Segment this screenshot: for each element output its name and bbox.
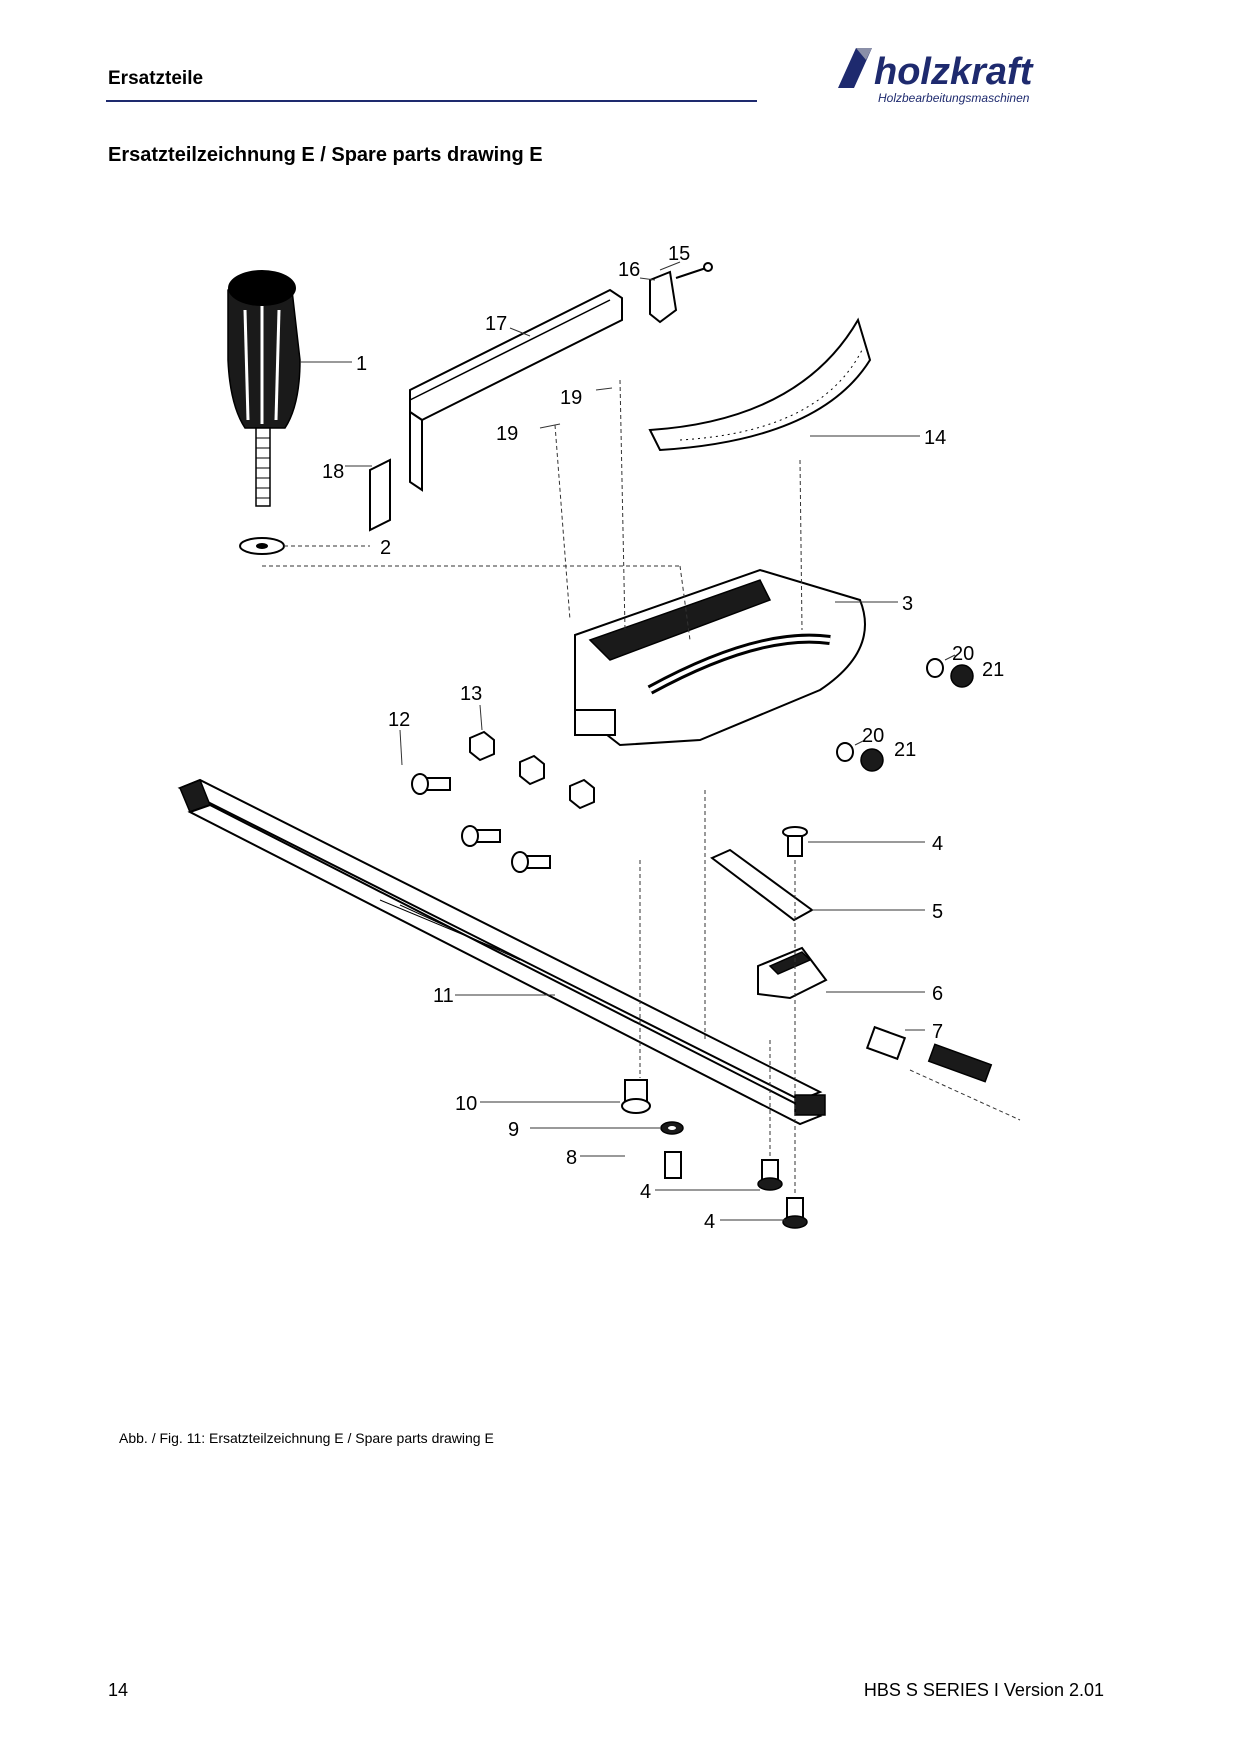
logo-slash-mark: [838, 48, 872, 88]
label-20-upper: 20: [952, 643, 974, 665]
figure-caption: Abb. / Fig. 11: Ersatzteilzeichnung E / …: [119, 1430, 494, 1446]
label-3: 3: [902, 593, 913, 615]
label-21-lower: 21: [894, 739, 916, 761]
part-washer: [239, 537, 285, 555]
label-21-upper: 21: [982, 659, 1004, 681]
part-handle: [227, 270, 301, 507]
label-7: 7: [932, 1021, 943, 1043]
part-stop-block: [649, 262, 713, 324]
part-number-labels: 1 2 3 4 4 4 5 6 7 8 9 10 11 12 13 14 15 …: [322, 243, 1004, 1233]
label-2: 2: [380, 537, 391, 559]
label-4-middle: 4: [640, 1181, 651, 1203]
label-12: 12: [388, 709, 410, 731]
label-19-left: 19: [496, 423, 518, 445]
part-guide-bar: [177, 778, 826, 1126]
part-miter-head: [574, 568, 866, 747]
label-18: 18: [322, 461, 344, 483]
label-1: 1: [356, 353, 367, 375]
drawing-heading: Ersatzteilzeichnung E / Spare parts draw…: [108, 144, 543, 166]
part-protractor-scale: [648, 317, 872, 452]
label-19-right: 19: [560, 387, 582, 409]
logo-wordmark: holzkraft: [874, 51, 1034, 93]
label-17: 17: [485, 313, 507, 335]
label-10: 10: [455, 1093, 477, 1115]
header-rule: [106, 100, 757, 102]
part-plate-block-pin: [710, 826, 993, 1083]
label-11: 11: [433, 985, 454, 1007]
part-lower-screws: [621, 1079, 808, 1229]
label-14: 14: [924, 427, 946, 449]
section-title: Ersatzteile: [108, 68, 204, 89]
label-20-lower: 20: [862, 725, 884, 747]
part-bolts-nuts: [411, 730, 595, 873]
label-13: 13: [460, 683, 482, 705]
document-version: HBS S SERIES I Version 2.01: [863, 1680, 1104, 1700]
label-9: 9: [508, 1119, 519, 1141]
part-washers-knobs: [836, 658, 974, 772]
label-16: 16: [618, 259, 640, 281]
label-15: 15: [668, 243, 690, 265]
label-4-bottom: 4: [704, 1211, 715, 1233]
exploded-view-svg: 1 2 3 4 4 4 5 6 7 8 9 10 11 12 13 14 15 …: [177, 243, 1021, 1233]
holzkraft-logo-mark: holzkraft Holzbearbeitungsmaschinen: [838, 48, 1034, 105]
page-number: 14: [108, 1680, 129, 1700]
spare-parts-drawing: 1 2 3 4 4 4 5 6 7 8 9 10 11 12 13 14 15 …: [0, 240, 1240, 1420]
label-8: 8: [566, 1147, 577, 1169]
logo-tagline: Holzbearbeitungsmaschinen: [878, 91, 1030, 105]
leader-lines: [262, 261, 1021, 1221]
label-4-top: 4: [932, 833, 943, 855]
label-6: 6: [932, 983, 943, 1005]
brand-logo: holzkraft Holzbearbeitungsmaschinen: [836, 44, 1118, 106]
part-fence-rail: [369, 288, 623, 532]
label-5: 5: [932, 901, 943, 923]
logo-slash-highlight: [856, 48, 872, 60]
